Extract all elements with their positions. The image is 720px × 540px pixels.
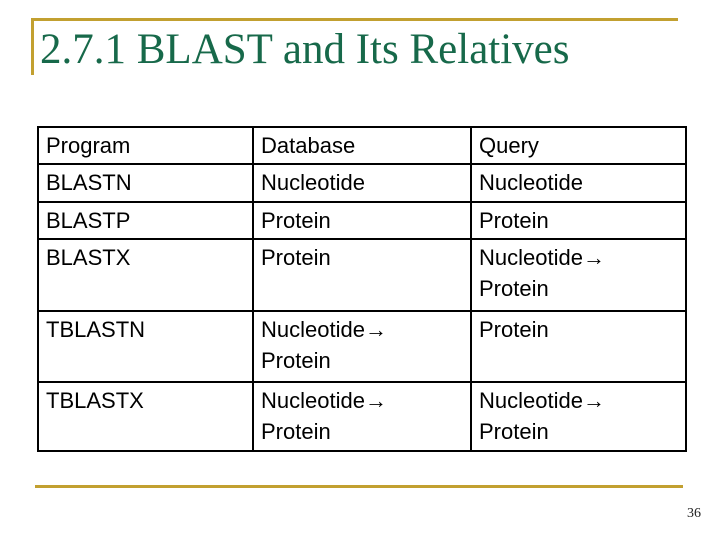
cell-tblastx-program: TBLASTX xyxy=(37,381,254,452)
cell-blastn-query: Nucleotide xyxy=(470,163,687,203)
cell-blastp-program: BLASTP xyxy=(37,201,254,240)
table-row-blastx: BLASTX Protein Nucleotide→ Protein xyxy=(37,238,687,312)
bottom-accent-line xyxy=(35,485,683,488)
cell-blastp-query: Protein xyxy=(470,201,687,240)
table-row-tblastx: TBLASTX Nucleotide→ Protein Nucleotide→ … xyxy=(37,381,687,452)
cell-tblastn-database: Nucleotide→ Protein xyxy=(252,310,472,383)
cell-blastn-database: Nucleotide xyxy=(252,163,472,203)
cell-tblastx-query: Nucleotide→ Protein xyxy=(470,381,687,452)
cell-blastn-program: BLASTN xyxy=(37,163,254,203)
left-accent-line xyxy=(31,18,34,75)
cell-blastx-program: BLASTX xyxy=(37,238,254,312)
cell-tblastn-program: TBLASTN xyxy=(37,310,254,383)
column-header-database: Database xyxy=(252,126,472,165)
cell-tblastn-query: Protein xyxy=(470,310,687,383)
page-number: 36 xyxy=(687,506,701,521)
table-row-tblastn: TBLASTN Nucleotide→ Protein Protein xyxy=(37,310,687,383)
cell-tblastx-database: Nucleotide→ Protein xyxy=(252,381,472,452)
blast-programs-table: Program Database Query BLASTN Nucleotide… xyxy=(37,126,687,452)
column-header-query: Query xyxy=(470,126,687,165)
cell-blastx-database: Protein xyxy=(252,238,472,312)
cell-blastp-database: Protein xyxy=(252,201,472,240)
column-header-program: Program xyxy=(37,126,254,165)
top-accent-line xyxy=(31,18,678,21)
table-row-blastn: BLASTN Nucleotide Nucleotide xyxy=(37,163,687,203)
table-header-row: Program Database Query xyxy=(37,126,687,165)
cell-blastx-query: Nucleotide→ Protein xyxy=(470,238,687,312)
slide-title: 2.7.1 BLAST and Its Relatives xyxy=(40,26,570,73)
table-row-blastp: BLASTP Protein Protein xyxy=(37,201,687,240)
